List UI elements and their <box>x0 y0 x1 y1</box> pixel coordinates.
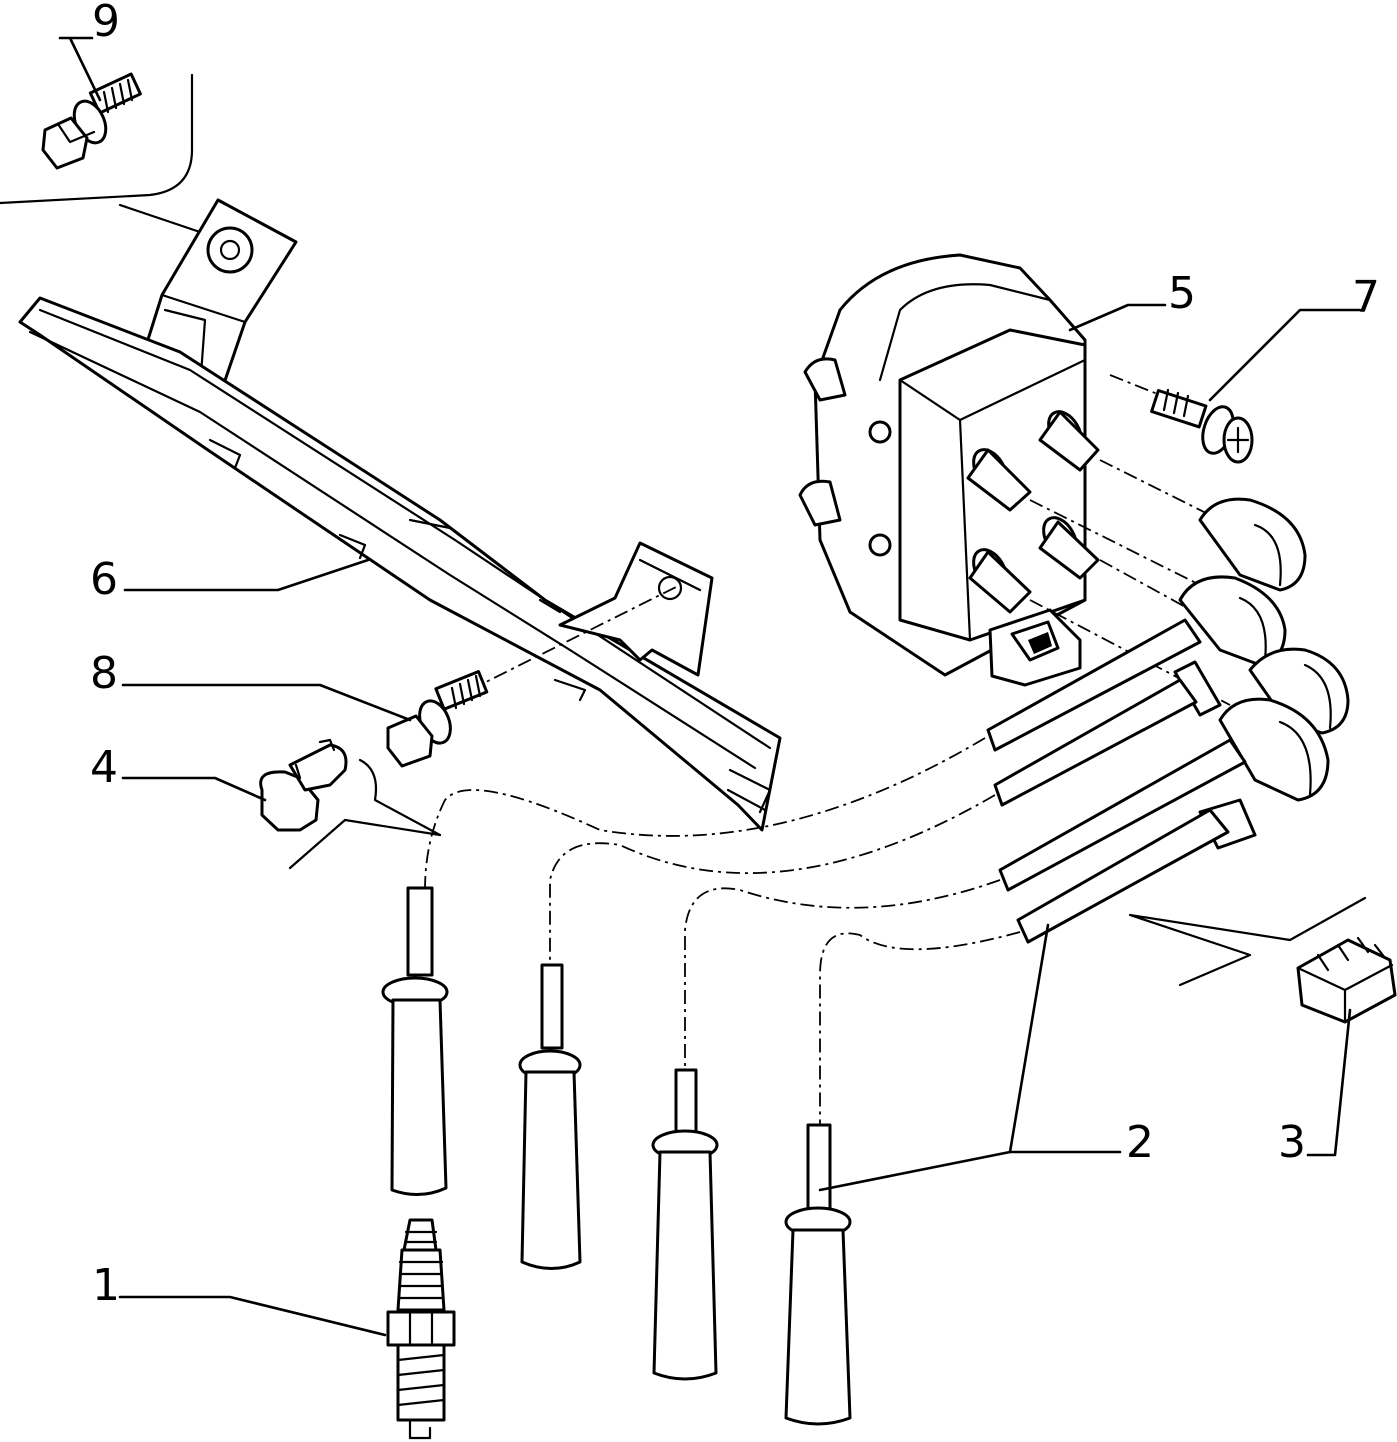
callout-2: 2 <box>1126 1117 1154 1168</box>
part-3-lead-holder <box>1128 896 1397 1024</box>
callout-leaders <box>58 36 1362 1337</box>
part-7-screw <box>1109 374 1254 464</box>
callout-labels: 9 5 7 6 8 4 2 3 1 <box>90 0 1380 1311</box>
callout-9: 9 <box>92 0 120 47</box>
part-9-bolt <box>41 72 142 170</box>
part-5-ignition-coil <box>798 253 1100 687</box>
callout-8: 8 <box>90 648 118 699</box>
part-1-spark-plug <box>386 1218 456 1440</box>
part-2-ignition-leads <box>381 497 1350 1426</box>
callout-1: 1 <box>92 1260 120 1311</box>
callout-3: 3 <box>1278 1117 1306 1168</box>
part-6-lead-support-rail <box>18 198 782 832</box>
part-4-lead-clip <box>259 738 442 870</box>
callout-7: 7 <box>1352 272 1380 323</box>
callout-5: 5 <box>1168 268 1196 319</box>
part-8-bolt <box>386 584 681 768</box>
callout-4: 4 <box>90 742 118 793</box>
callout-6: 6 <box>90 554 118 605</box>
